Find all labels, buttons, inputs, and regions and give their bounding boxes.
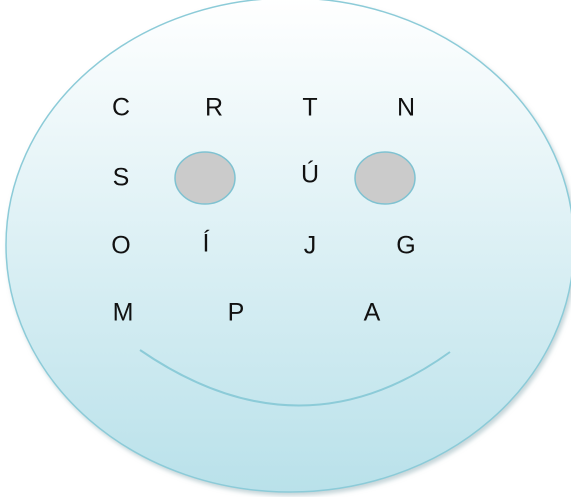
letter-p: P [228, 301, 245, 326]
face-circle [6, 0, 571, 492]
letter-o: O [111, 234, 130, 259]
letter-a: A [364, 301, 381, 326]
letter-i-accent: Í [203, 232, 210, 257]
letter-c: C [112, 96, 130, 121]
letter-n: N [397, 96, 415, 121]
letter-m: M [113, 301, 134, 326]
right-eye-icon [355, 152, 415, 204]
letter-u-accent: Ú [301, 163, 319, 188]
letter-g: G [396, 234, 415, 259]
letter-t: T [302, 96, 317, 121]
letter-r: R [205, 96, 223, 121]
letter-j: J [304, 234, 317, 259]
letter-s: S [113, 166, 130, 191]
left-eye-icon [175, 152, 235, 204]
